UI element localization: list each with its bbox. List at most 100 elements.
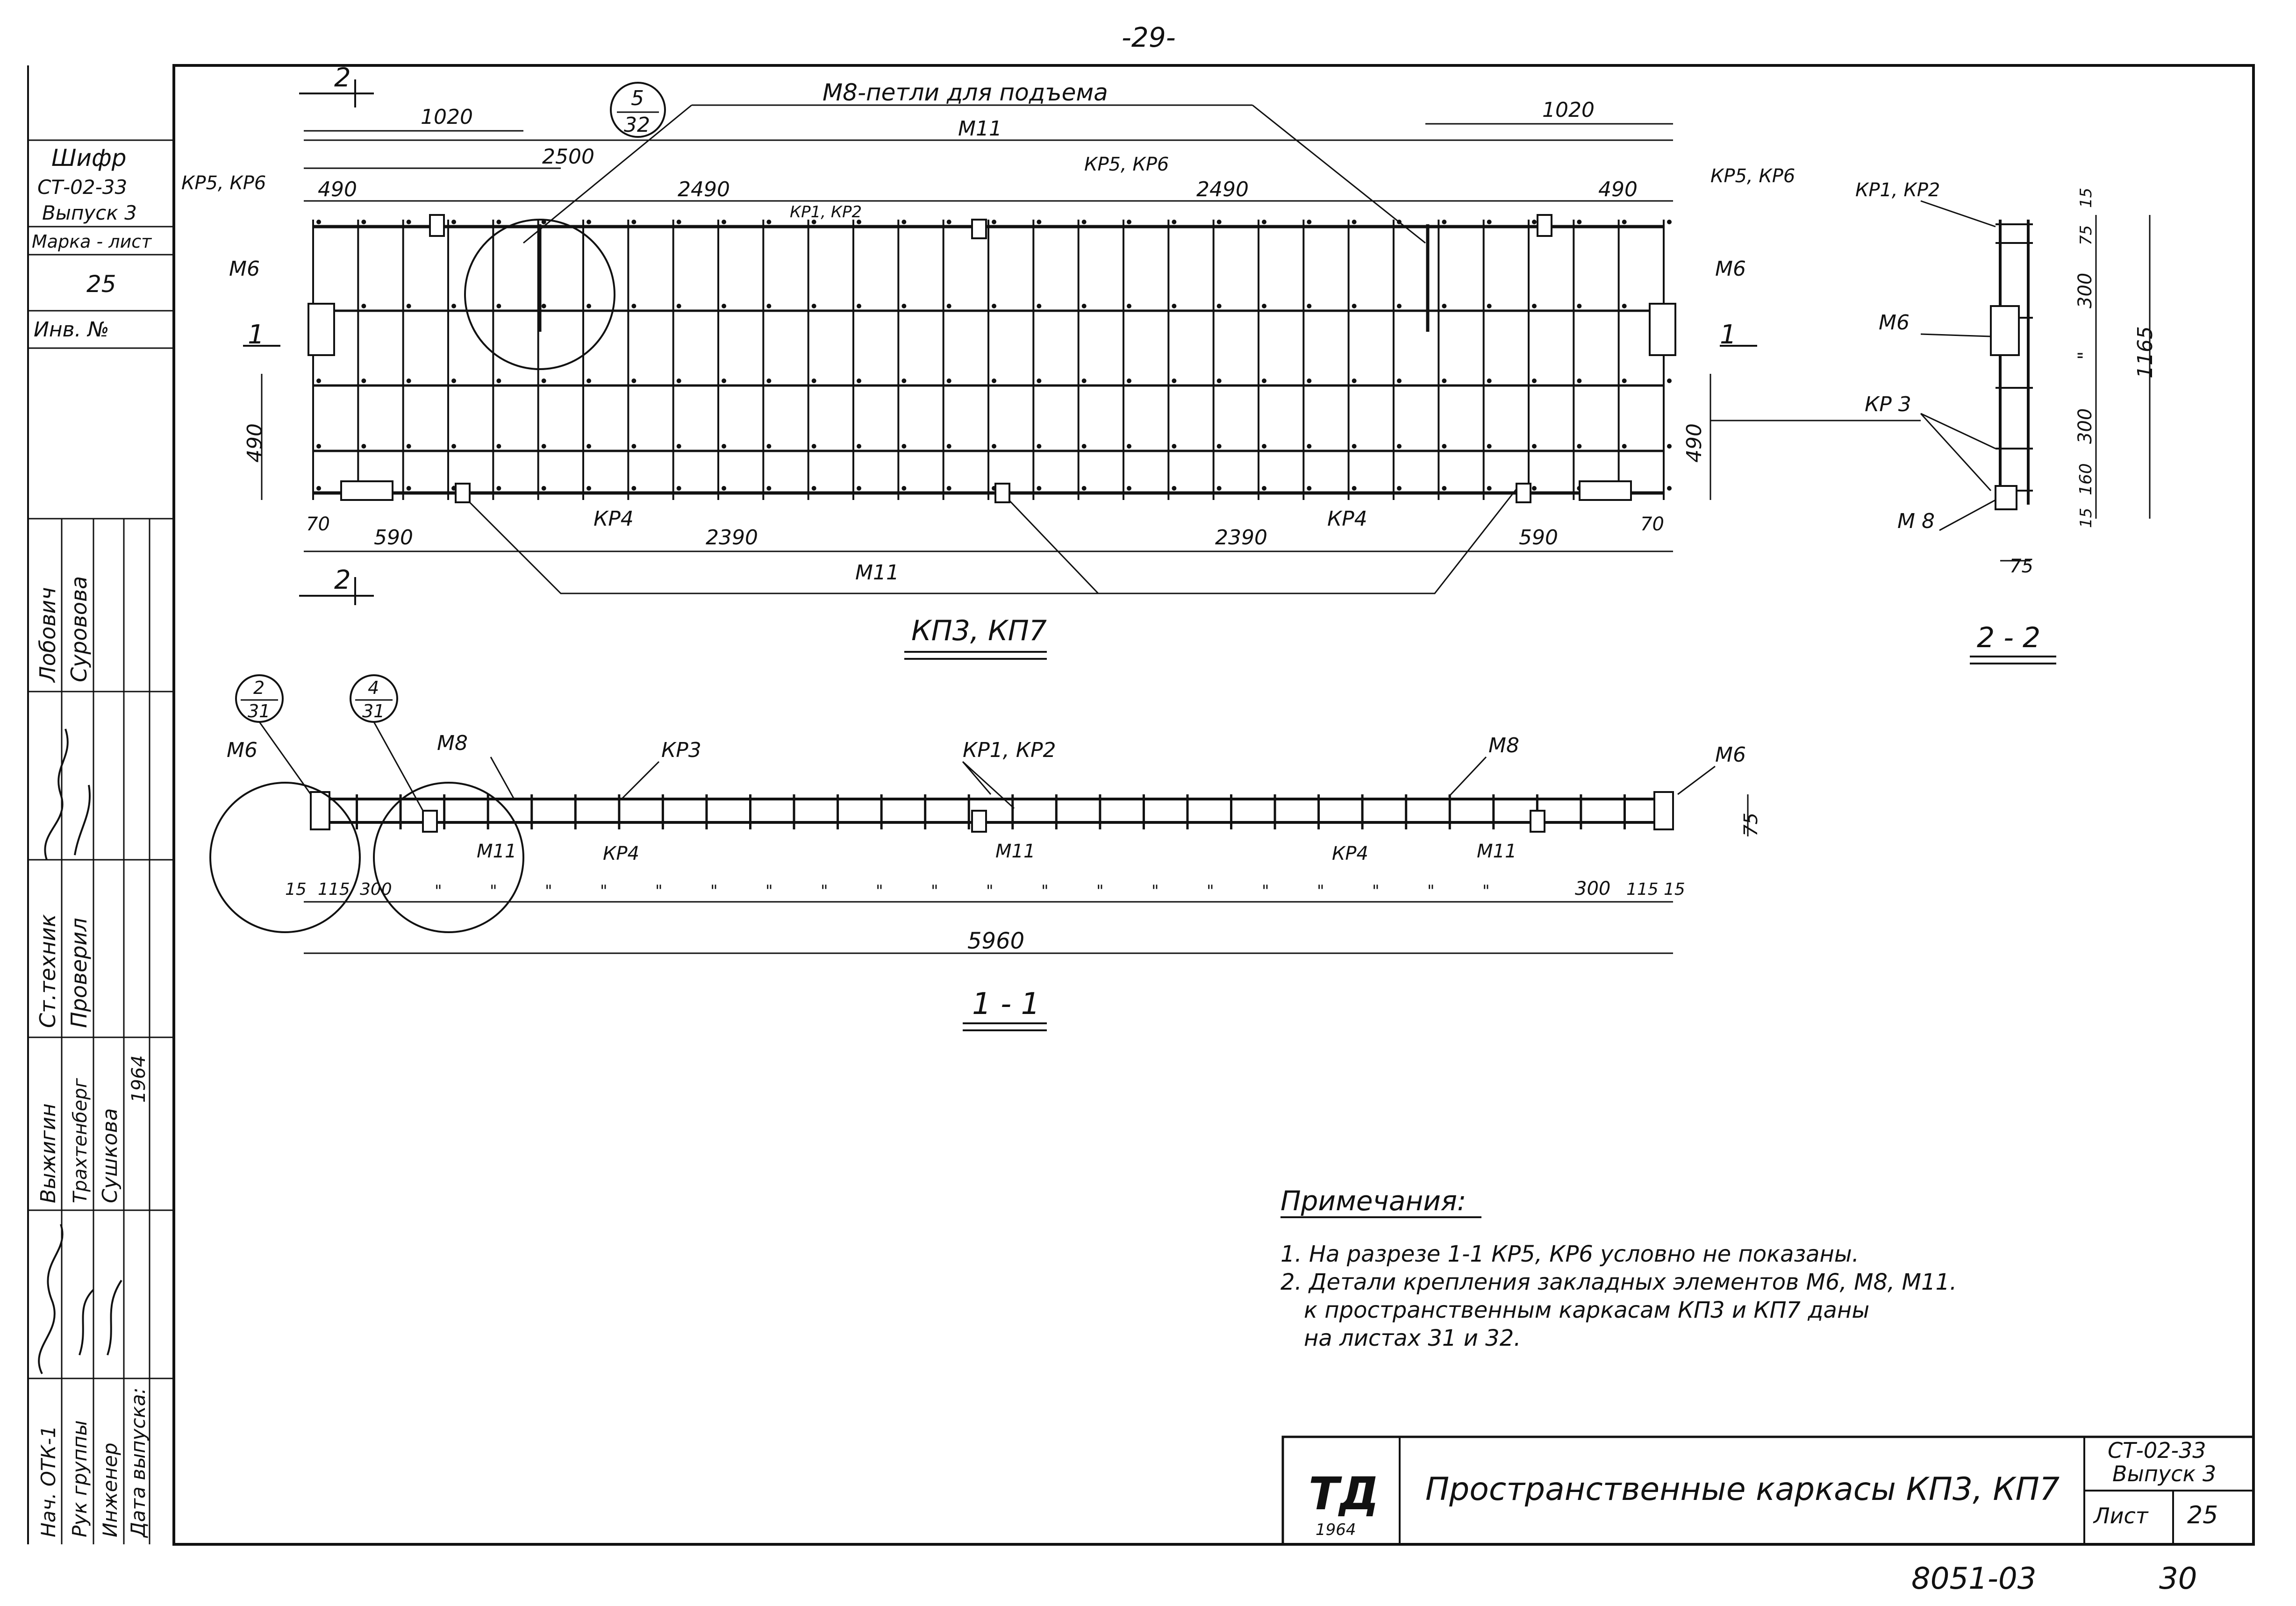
weld-dot <box>1487 486 1492 491</box>
weld-dot <box>541 444 546 449</box>
weld-dot <box>496 486 501 491</box>
weld-dot <box>316 486 321 491</box>
embedded-plate <box>971 219 987 239</box>
weld-dot <box>992 444 996 449</box>
weld-dot <box>901 444 907 449</box>
dim-label: 15 <box>2077 508 2096 528</box>
weld-dot <box>1667 378 1672 383</box>
ditto-mark: " <box>931 882 938 900</box>
svg-text:5: 5 <box>631 86 644 110</box>
weld-dot <box>406 486 411 491</box>
ditto-marks: """""""""""""""""""" <box>435 882 1490 900</box>
dim-label: 15 <box>2077 188 2096 208</box>
code-issue: Выпуск 3 <box>2112 1461 2216 1486</box>
embedded-plate <box>1995 485 2017 510</box>
weld-dot <box>1262 378 1266 383</box>
embedded-plate <box>1649 303 1676 356</box>
ditto-mark: " <box>1096 882 1104 900</box>
embedded-plate <box>429 214 445 237</box>
weld-dot <box>496 304 501 308</box>
page-number: -29- <box>1122 21 1176 53</box>
weld-dot <box>1172 444 1177 449</box>
dim-label: 15 <box>285 880 307 899</box>
ditto-mark: " <box>986 882 994 900</box>
note-line: 2. Детали крепления закладных элементов … <box>1280 1269 1957 1295</box>
rebar-label: КР5, КР6 <box>1710 165 1795 187</box>
cipher-label: Шифр <box>51 144 126 171</box>
weld-dot <box>1487 220 1492 224</box>
section-2-2 <box>1710 200 2151 562</box>
weld-dot <box>1577 444 1582 449</box>
weld-dot <box>1442 220 1447 224</box>
ditto-mark: " <box>1262 882 1269 900</box>
weld-dot <box>1037 220 1042 224</box>
embedded-plate <box>340 480 393 501</box>
weld-dot <box>451 378 456 383</box>
drawing-title: Пространственные каркасы КП3, КП7 <box>1425 1471 2060 1508</box>
embedded-plate <box>422 810 438 833</box>
weld-dot <box>1532 444 1537 449</box>
embedded-plate <box>455 483 471 503</box>
rebar-label: КР3 <box>661 738 701 762</box>
rebar-label: КР5, КР6 <box>181 172 266 194</box>
signature <box>38 1224 122 1374</box>
stamp-year: 1964 <box>128 1055 150 1103</box>
embedded-plate <box>1516 483 1531 503</box>
weld-dot <box>1667 220 1672 224</box>
weld-dot <box>722 444 726 449</box>
weld-dot <box>1532 304 1537 308</box>
dim-label: 2490 <box>678 178 730 201</box>
weld-dot <box>587 220 591 224</box>
embed-label: М6 <box>1879 311 1910 335</box>
dim-label: 590 <box>374 526 413 550</box>
sheet-value: 25 <box>2187 1501 2218 1529</box>
dim-label: 2390 <box>1215 526 1267 550</box>
weld-dot <box>406 378 411 383</box>
dim-label: 115 <box>1626 880 1659 899</box>
dim-total: 5960 <box>967 928 1024 954</box>
embedded-plate <box>994 483 1010 503</box>
section-1-1-title: 1 - 1 <box>972 987 1040 1021</box>
weld-dot <box>676 486 681 491</box>
svg-text:4: 4 <box>368 678 379 698</box>
stamp-name: Суровова <box>66 576 92 682</box>
embedded-plate <box>310 791 330 830</box>
weld-dot <box>1442 304 1447 308</box>
stamp-role: Нач. ОТК-1 <box>37 1426 60 1537</box>
note-line: к пространственным каркасам КП3 и КП7 да… <box>1304 1297 1869 1323</box>
ditto-mark: " <box>655 882 663 900</box>
weld-dot <box>451 304 456 308</box>
date-label: Дата выпуска: <box>127 1387 150 1538</box>
ditto-mark: " <box>710 882 718 900</box>
plan-title: КП3, КП7 <box>911 614 1047 647</box>
weld-dot <box>946 220 951 224</box>
dim-label: 2490 <box>1196 178 1249 201</box>
rebar-label: КР1, КР2 <box>963 738 1056 762</box>
dim-label: М11 <box>855 561 899 585</box>
rebar-label: КР4 <box>1332 843 1368 864</box>
svg-text:32: 32 <box>624 113 650 137</box>
dim-label: 1165 <box>2133 326 2157 378</box>
weld-dot <box>541 378 546 383</box>
embed-label: М6 <box>227 738 257 762</box>
weld-dot <box>992 304 996 308</box>
weld-dot <box>1532 486 1537 491</box>
weld-dot <box>811 378 816 383</box>
weld-dot <box>1172 378 1177 383</box>
rebar-label: КР4 <box>1327 507 1367 531</box>
embedded-plate <box>1579 480 1632 501</box>
weld-dot <box>676 220 681 224</box>
weld-dot <box>676 378 681 383</box>
rebar-label: КР 3 <box>1865 393 1911 416</box>
weld-dot <box>1127 220 1131 224</box>
weld-dot <box>811 220 816 224</box>
weld-dot <box>1622 220 1627 224</box>
weld-dot <box>587 304 591 308</box>
weld-dot <box>1532 378 1537 383</box>
weld-dot <box>496 444 501 449</box>
side-stamp: Шифр СТ-02-33 Выпуск 3 Марка - лист 25 И… <box>28 139 174 1544</box>
weld-dot <box>901 304 907 308</box>
leader-line <box>258 721 1716 811</box>
ditto-mark: " <box>1372 882 1380 900</box>
